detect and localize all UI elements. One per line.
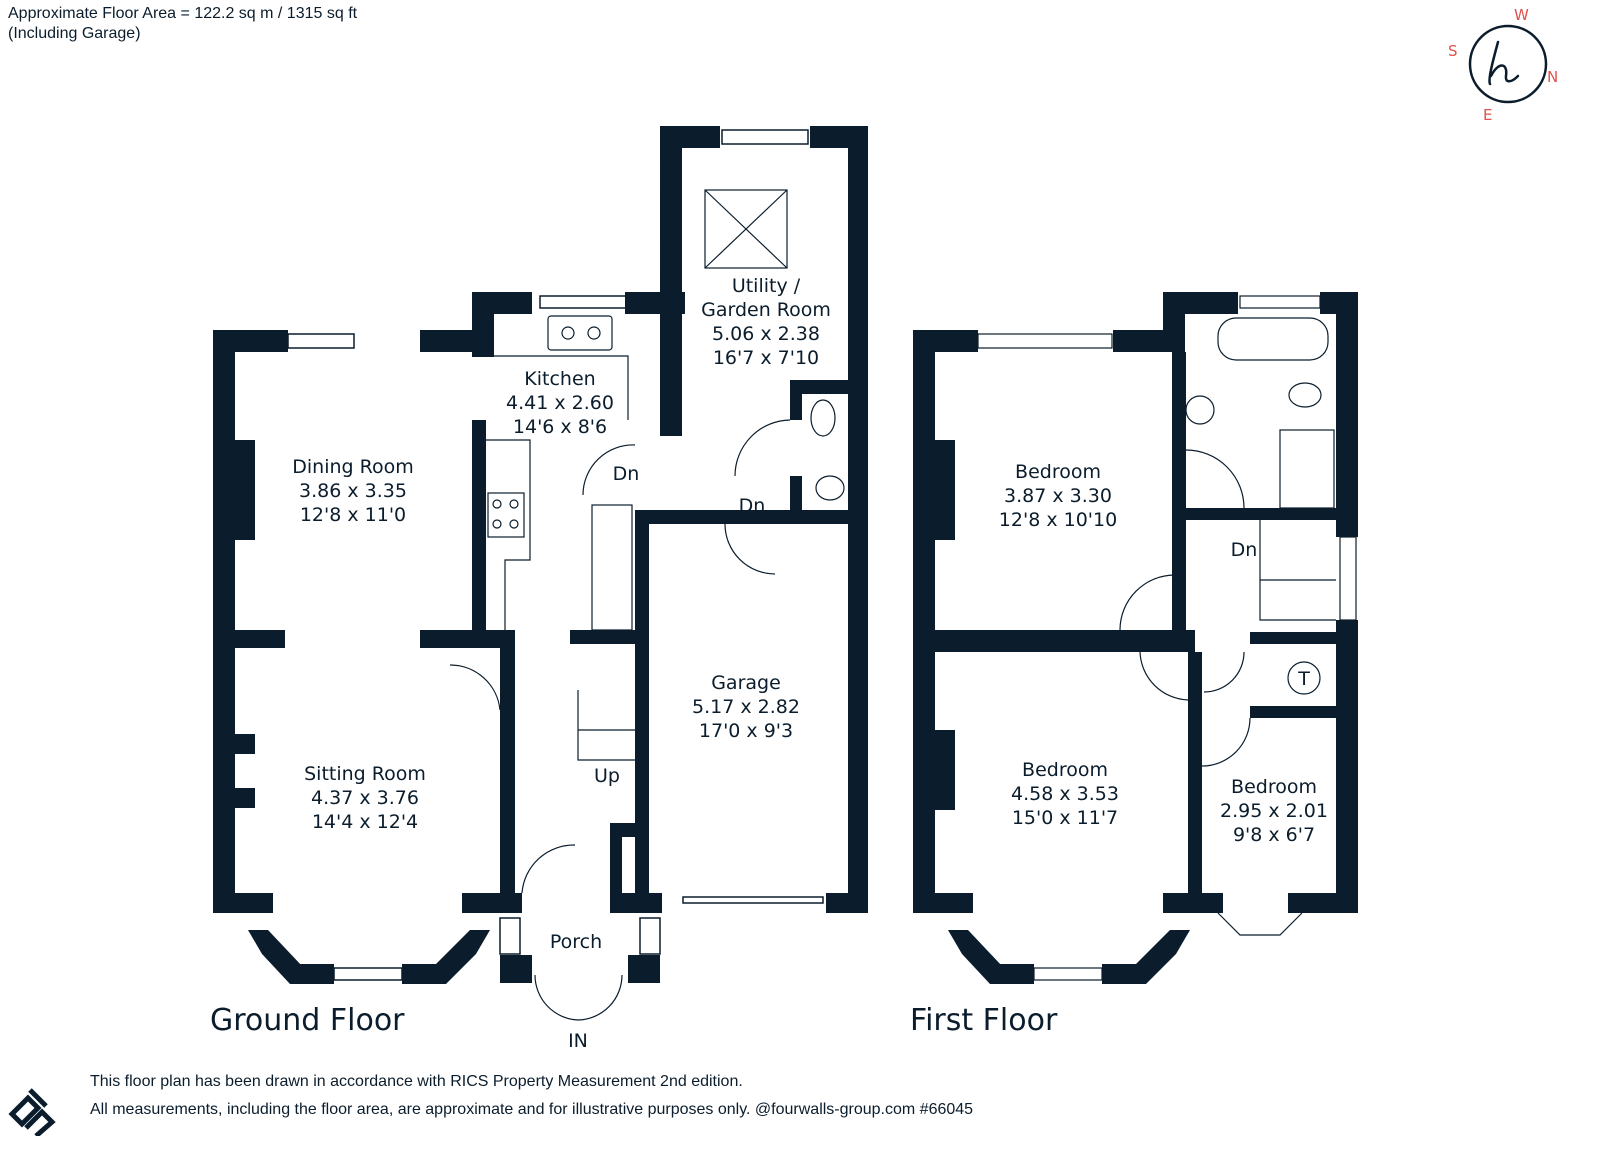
first-floor-stair-dn: Dn <box>1231 539 1258 561</box>
first-floor-fittings <box>977 295 1357 981</box>
sitting-imperial: 14'4 x 12'4 <box>312 811 418 833</box>
dining-name: Dining Room <box>292 456 413 478</box>
stair-dn-2: Dn <box>739 495 766 517</box>
room-labels: Utility / Garden Room 5.06 x 2.38 16'7 x… <box>210 275 1328 1052</box>
sitting-name: Sitting Room <box>304 763 426 785</box>
garage-note: (Including Garage) <box>8 25 141 42</box>
garage-name: Garage <box>711 672 781 694</box>
bed2-imperial: 15'0 x 11'7 <box>1012 807 1118 829</box>
footer-note-2: All measurements, including the floor ar… <box>90 1101 974 1118</box>
utility-imperial: 16'7 x 7'10 <box>713 347 819 369</box>
entrance-label: IN <box>568 1030 588 1052</box>
dining-metric: 3.86 x 3.35 <box>299 480 407 502</box>
floor-area-text: Approximate Floor Area = 122.2 sq m / 13… <box>8 5 358 22</box>
ground-floor-walls <box>213 126 868 984</box>
stair-up: Up <box>594 765 620 787</box>
porch-name: Porch <box>550 931 602 953</box>
compass-w-label: W <box>1514 6 1529 24</box>
utility-name-1: Utility / <box>732 275 801 297</box>
ground-floor-fittings <box>449 189 845 1021</box>
compass-s-label: S <box>1448 42 1458 60</box>
dining-imperial: 12'8 x 11'0 <box>300 504 406 526</box>
tank-label: T <box>1297 668 1310 690</box>
ground-floor-label: Ground Floor <box>210 1003 405 1038</box>
compass-logo-icon: W S N E <box>1448 6 1558 120</box>
compass-e-label: E <box>1483 106 1492 120</box>
first-floor-label: First Floor <box>910 1003 1058 1038</box>
bed2-name: Bedroom <box>1022 759 1108 781</box>
kitchen-metric: 4.41 x 2.60 <box>506 392 614 414</box>
bed1-metric: 3.87 x 3.30 <box>1004 485 1112 507</box>
utility-name-2: Garden Room <box>701 299 831 321</box>
footer-note-1: This floor plan has been drawn in accord… <box>90 1073 743 1090</box>
compass-n-label: N <box>1547 68 1558 86</box>
ground-floor-windows <box>287 129 824 981</box>
bed3-name: Bedroom <box>1231 776 1317 798</box>
utility-metric: 5.06 x 2.38 <box>712 323 820 345</box>
bed2-metric: 4.58 x 3.53 <box>1011 783 1119 805</box>
garage-imperial: 17'0 x 9'3 <box>699 720 793 742</box>
first-floor-walls <box>913 292 1358 984</box>
bed3-imperial: 9'8 x 6'7 <box>1233 824 1315 846</box>
fourwalls-logo-icon <box>8 1088 56 1136</box>
kitchen-name: Kitchen <box>524 368 595 390</box>
sitting-metric: 4.37 x 3.76 <box>311 787 419 809</box>
bed1-imperial: 12'8 x 10'10 <box>999 509 1117 531</box>
kitchen-imperial: 14'6 x 8'6 <box>513 416 607 438</box>
garage-metric: 5.17 x 2.82 <box>692 696 800 718</box>
floor-area-header: Approximate Floor Area = 122.2 sq m / 13… <box>8 4 357 44</box>
bed3-metric: 2.95 x 2.01 <box>1220 800 1328 822</box>
stair-dn-1: Dn <box>613 463 640 485</box>
bed1-name: Bedroom <box>1015 461 1101 483</box>
